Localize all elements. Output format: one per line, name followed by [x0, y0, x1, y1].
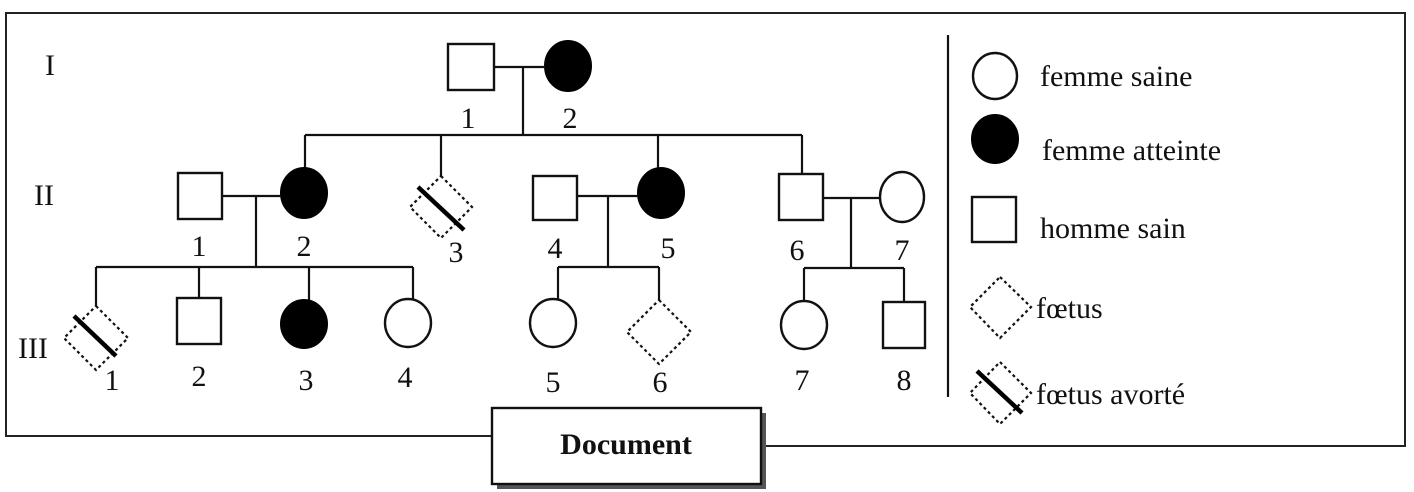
label-III-6: 6: [653, 366, 668, 399]
label-I-1: 1: [461, 102, 476, 135]
label-II-7: 7: [895, 234, 910, 267]
individual-II-1: [176, 171, 224, 221]
label-II-3: 3: [449, 236, 464, 269]
generation-label-I: I: [45, 49, 55, 82]
individual-III-8: [881, 300, 927, 350]
legend-label-foetus: fœtus: [1036, 292, 1103, 325]
label-III-1: 1: [105, 364, 120, 397]
label-II-5: 5: [661, 232, 676, 265]
individual-II-5: [637, 167, 685, 219]
legend-square-open-icon: [970, 195, 1018, 244]
legend-circle-filled-icon: [971, 114, 1019, 164]
individual-II-2: [280, 167, 328, 219]
label-III-8: 8: [897, 364, 912, 397]
individual-II-7: [878, 170, 926, 224]
legend-label-femme-saine: femme saine: [1040, 60, 1192, 93]
abort-slash-III-1: [72, 314, 118, 358]
label-III-3: 3: [299, 364, 314, 397]
legend-label-foetus-avorte: fœtus avorté: [1036, 378, 1185, 411]
legend-label-homme-sain: homme sain: [1040, 212, 1186, 245]
generation-label-III: III: [18, 332, 48, 365]
label-III-2: 2: [192, 360, 207, 393]
individual-III-6: [625, 298, 693, 366]
abort-slash-II-3: [416, 185, 466, 232]
label-III-5: 5: [546, 366, 561, 399]
frame: [5, 12, 1406, 447]
individual-I-2: [544, 40, 592, 92]
label-III-4: 4: [398, 361, 413, 394]
legend-label-femme-atteinte: femme atteinte: [1042, 134, 1221, 167]
legend-circle-open-icon: [971, 51, 1019, 101]
individual-I-1: [446, 42, 496, 92]
label-II-1: 1: [192, 230, 207, 263]
label-II-2: 2: [297, 230, 312, 263]
individual-III-2: [175, 296, 223, 346]
document-label: Document: [560, 428, 692, 461]
generation-label-II: II: [34, 179, 54, 212]
individual-II-4: [531, 174, 579, 222]
document-box: [490, 406, 763, 486]
legend-diamond-dotted-icon: [968, 275, 1033, 340]
individual-III-3: [280, 299, 328, 349]
label-II-6: 6: [790, 234, 805, 267]
label-I-2: 2: [563, 102, 578, 135]
individual-III-7: [779, 299, 829, 351]
individual-II-6: [777, 172, 825, 222]
label-II-4: 4: [548, 232, 563, 265]
individual-III-5: [528, 297, 578, 349]
individual-III-4: [383, 297, 433, 349]
legend-abort-slash: [975, 369, 1024, 415]
label-III-7: 7: [795, 364, 810, 397]
